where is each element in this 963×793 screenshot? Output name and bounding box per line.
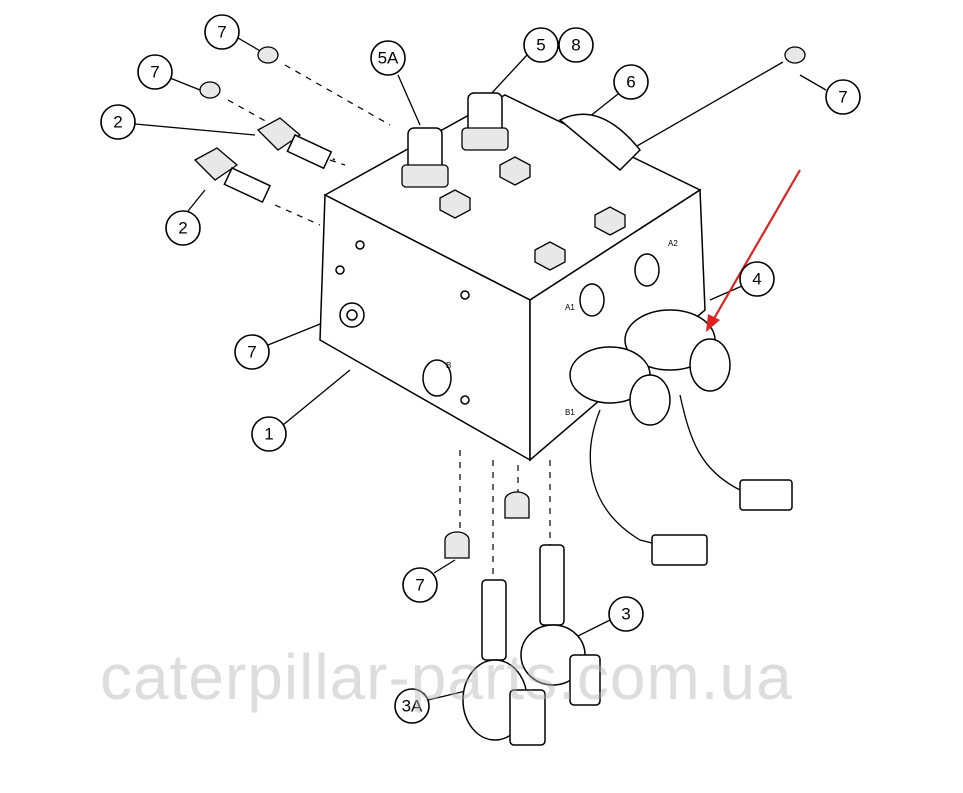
watermark: caterpillar-parts.com.ua [100,641,793,713]
svg-text:4: 4 [752,270,761,289]
callout-3: 3 [608,596,644,632]
callout-5: 5 [523,27,559,63]
svg-text:5: 5 [536,36,545,55]
callout-5a: 5A [370,40,406,76]
callout-7: 7 [825,79,861,115]
callout-2: 2 [165,210,201,246]
callout-7: 7 [234,334,270,370]
port-label-b: B [446,361,451,370]
svg-text:1: 1 [264,425,273,444]
svg-text:3: 3 [621,605,630,624]
callout-7: 7 [204,14,240,50]
svg-text:3A: 3A [402,697,423,716]
callout-7: 7 [402,567,438,603]
cartridge-valves [193,46,806,559]
pressure-sensors [401,92,509,188]
svg-text:7: 7 [217,23,226,42]
callout-1: 1 [251,416,287,452]
callout-7: 7 [137,54,173,90]
svg-text:8: 8 [571,36,580,55]
leader-lines [134,37,827,701]
port-label-a1: A1 [565,303,575,312]
callout-6: 6 [613,64,649,100]
svg-text:7: 7 [247,343,256,362]
callout-4: 4 [739,261,775,297]
svg-text:7: 7 [150,63,159,82]
svg-text:2: 2 [178,219,187,238]
solenoid-valves [569,309,793,566]
svg-text:2: 2 [113,113,122,132]
port-label-a2: A2 [668,239,678,248]
svg-text:6: 6 [626,73,635,92]
red-pointer-arrow [706,169,801,332]
port-label-b1: B1 [565,408,575,417]
svg-text:5A: 5A [378,49,399,68]
bottom-solenoids [462,544,601,746]
svg-text:7: 7 [838,88,847,107]
callout-8: 8 [558,27,594,63]
callout-2: 2 [100,104,136,140]
svg-text:7: 7 [415,576,424,595]
callout-3a: 3A [394,688,430,724]
